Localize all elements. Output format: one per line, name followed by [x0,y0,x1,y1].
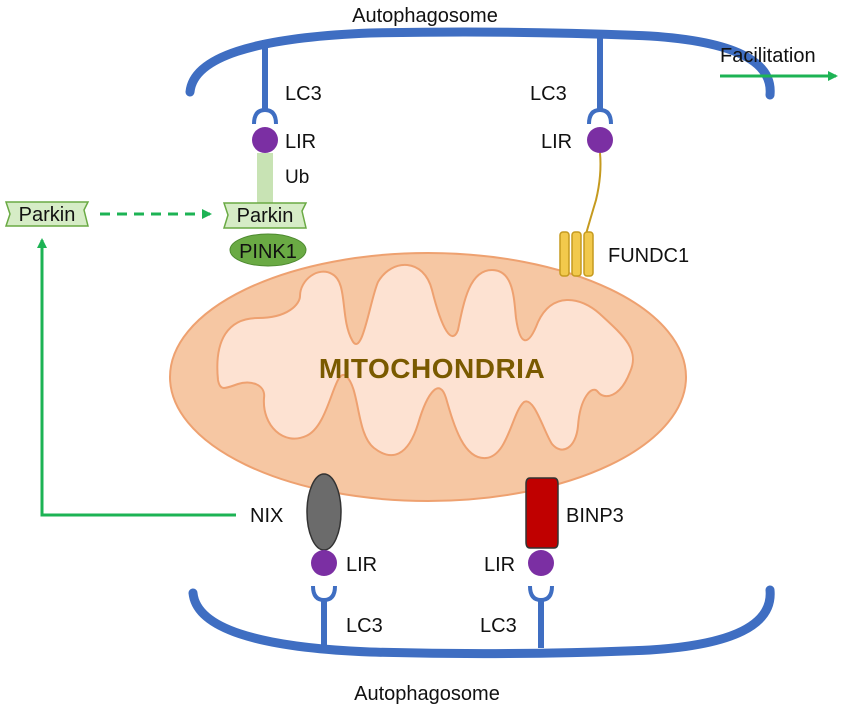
lc3-bottom-left-label: LC3 [346,615,383,637]
autophagosome-bottom-label: Autophagosome [354,683,500,705]
mitochondria-label: MITOCHONDRIA [319,353,545,384]
pink1-label: PINK1 [239,241,297,263]
legend-facilitation-label: Facilitation [720,45,816,67]
lc3-top-right-label: LC3 [530,83,567,105]
parkin-free-box [4,201,90,227]
fundc1-protein [559,231,594,277]
nix-label: NIX [250,505,283,527]
binp3-protein [525,477,559,549]
lir-bottom-left [311,550,337,576]
parkin-bound-label: Parkin [237,205,294,227]
nix-to-parkin-arrow [37,238,236,517]
mitochondrion-cristae [216,264,635,460]
nix-protein [306,473,342,551]
parkin-free-label: Parkin [19,204,76,226]
autophagosome-top-membrane [185,27,775,100]
fundc1-label: FUNDC1 [608,245,689,267]
parkin-bound-box [222,202,308,229]
lir-top-right [587,127,613,153]
pink1-protein [229,233,307,267]
lc3-top-right [587,38,613,125]
fundc1-tether [585,152,602,235]
lc3-top-left [252,40,278,125]
binp3-label: BINP3 [566,505,624,527]
lir-top-left-label: LIR [285,131,316,153]
lc3-bottom-right-label: LC3 [480,615,517,637]
lir-top-left [252,127,278,153]
lc3-bottom-left [311,585,337,648]
lir-bottom-right-label: LIR [484,554,515,576]
lir-top-right-label: LIR [541,131,572,153]
autophagosome-top-label: Autophagosome [352,5,498,27]
autophagosome-bottom-membrane [188,585,775,659]
ubiquitin-chain [257,153,273,207]
lc3-bottom-right [528,585,554,648]
ub-label: Ub [285,167,309,188]
lc3-top-left-label: LC3 [285,83,322,105]
lir-bottom-left-label: LIR [346,554,377,576]
lir-bottom-right [528,550,554,576]
